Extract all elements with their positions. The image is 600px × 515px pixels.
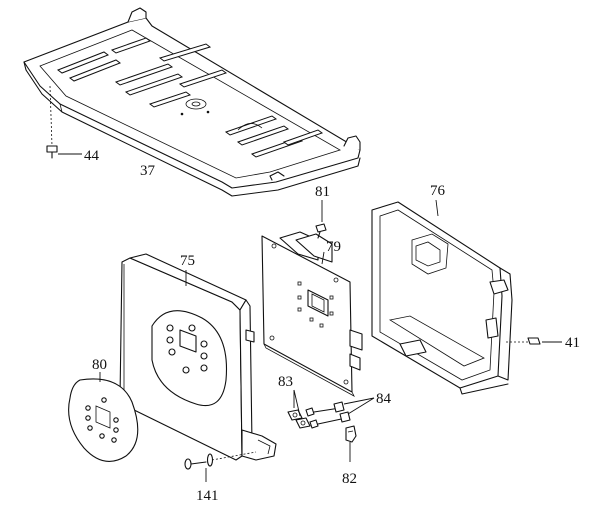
- front-cover-75: [119, 253, 277, 461]
- label-141: 141: [196, 488, 219, 504]
- screws-84: [305, 397, 375, 429]
- screw-81: [315, 200, 327, 239]
- clip-82: [345, 425, 357, 462]
- mounting-bracket-37: [23, 7, 361, 197]
- screw-141: [184, 451, 257, 482]
- clips-83: [287, 389, 311, 429]
- label-79: 79: [326, 239, 341, 255]
- label-41: 41: [565, 335, 580, 351]
- rear-housing-76: [371, 199, 513, 395]
- keypad-overlay-80: [68, 372, 139, 462]
- label-84: 84: [376, 391, 392, 407]
- label-44: 44: [84, 148, 100, 164]
- label-83: 83: [278, 374, 293, 390]
- label-80: 80: [92, 357, 107, 373]
- label-76: 76: [430, 183, 446, 199]
- label-37: 37: [140, 163, 156, 179]
- screw-41: [506, 337, 562, 345]
- circuit-board-79: [261, 231, 363, 397]
- label-81: 81: [315, 184, 330, 200]
- screw-44: [46, 85, 82, 159]
- label-75: 75: [180, 253, 195, 269]
- label-82: 82: [342, 471, 357, 487]
